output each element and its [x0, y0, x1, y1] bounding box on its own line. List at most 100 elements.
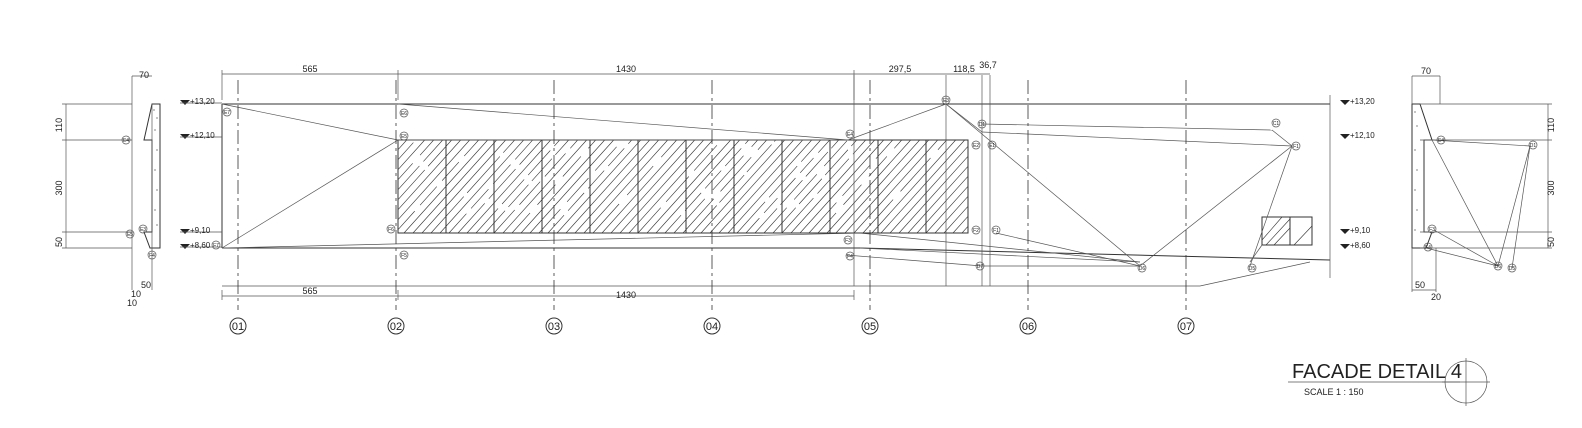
dim-top-36: 36,7	[979, 60, 997, 70]
grid-bubble-04: 04	[703, 317, 721, 335]
svg-text:E2: E2	[973, 143, 979, 149]
hatched-panel	[397, 139, 969, 234]
hatch-stroke	[430, 139, 515, 234]
hatch-stroke	[637, 139, 722, 234]
hatch-stroke	[853, 139, 938, 234]
hatch-stroke	[397, 139, 434, 180]
level-arrow-icon	[1340, 229, 1350, 234]
hatch-stroke	[727, 139, 812, 234]
level-left-860: +8,60	[190, 241, 211, 250]
node-c1: C1	[1271, 118, 1281, 128]
svg-text:F7: F7	[213, 243, 219, 249]
hatch-stroke	[574, 139, 659, 234]
svg-text:E3: E3	[140, 227, 146, 233]
ls-dim-50: 50	[54, 237, 64, 247]
left-section-detail: 110 300 50 70 50 10 10 E4 E3 E5 F4	[54, 70, 161, 308]
svg-text:E6: E6	[401, 111, 407, 117]
hatch-stroke	[763, 139, 848, 234]
grid-bubbles: 01 02 03 04 05 06 07	[229, 317, 1195, 335]
node-e3: E3	[941, 95, 951, 105]
svg-text:E4: E4	[1438, 138, 1444, 144]
hatch-stroke	[397, 139, 461, 210]
hatch-stroke	[538, 139, 623, 234]
grid-bubble-06: 06	[1019, 317, 1037, 335]
grid-label-07: 07	[1180, 321, 1192, 333]
rs-node-f4: F4	[1423, 242, 1433, 252]
title-block: FACADE DETAIL 4 SCALE 1 : 150	[1288, 358, 1490, 406]
hatch-stroke	[520, 139, 605, 234]
rs-dim-110: 110	[1546, 118, 1556, 132]
hatch-stroke	[466, 139, 551, 234]
rs-dim-50: 50	[1546, 237, 1556, 247]
level-arrow-icon	[1340, 134, 1350, 139]
left-section-concrete	[153, 109, 158, 226]
bottom-dimensions: 565 1430	[221, 286, 855, 300]
hatch-stroke	[583, 139, 668, 234]
ls-dim-10-b: 10	[127, 298, 137, 308]
hatch-stroke	[448, 139, 533, 234]
rs-node-d1: D1	[1528, 140, 1538, 150]
grid-bubble-01: 01	[229, 317, 247, 335]
node-d7: D7	[975, 261, 985, 271]
left-level-markers: +13,20 +12,10 +9,10 +8,60	[180, 97, 222, 250]
node-f1: F1	[1291, 141, 1301, 151]
hatch-stroke	[709, 139, 794, 234]
level-arrow-icon	[180, 229, 190, 234]
level-left-910: +9,10	[190, 226, 211, 235]
hatch-stroke	[745, 139, 830, 234]
node-d1: D1	[977, 119, 987, 129]
svg-text:F2: F2	[973, 228, 979, 234]
top-dimensions: 565 1430 297,5 118,5 36,7	[221, 60, 997, 100]
level-arrow-icon	[180, 134, 190, 139]
node-e2: E2	[971, 140, 981, 150]
hatch-stroke	[943, 206, 969, 234]
grid-label-01: 01	[232, 321, 244, 333]
level-arrow-icon	[180, 244, 190, 249]
hatch-stroke	[700, 139, 785, 234]
hatch-stroke	[475, 139, 560, 234]
structure-lines	[221, 103, 1293, 267]
hatch-stroke	[772, 139, 857, 234]
ls-node-e4: E4	[121, 135, 131, 145]
hatch-stroke	[457, 139, 542, 234]
ls-node-e5: E5	[125, 229, 135, 239]
right-section-concrete	[1414, 111, 1418, 231]
hatch-stroke	[781, 139, 866, 234]
hatch-stroke	[790, 139, 875, 234]
hatch-stroke	[691, 139, 776, 234]
svg-text:F4: F4	[149, 253, 155, 259]
hatch-stroke	[664, 139, 749, 234]
grid-lines	[237, 75, 1187, 310]
svg-text:F4: F4	[847, 254, 853, 260]
rs-node-d6: D6	[1493, 261, 1503, 271]
hatch-stroke	[916, 176, 969, 234]
right-section-detail: 110 300 50 70 50 20 E4 D1 F3 F4 D6 D5	[1411, 66, 1556, 302]
hatch-stroke	[844, 139, 929, 234]
rs-node-f3: F3	[1427, 224, 1437, 234]
rs-dim-20: 20	[1431, 292, 1441, 302]
hatch-stroke	[556, 139, 641, 234]
hatch-stroke	[754, 139, 839, 234]
hatch-stroke	[826, 139, 911, 234]
node-e7: E7	[222, 107, 232, 117]
rs-dim-50-bottom: 50	[1415, 280, 1425, 290]
hatch-stroke	[397, 139, 470, 220]
hatch-stroke	[646, 139, 731, 234]
svg-text:F1: F1	[993, 228, 999, 234]
hatch-stroke	[502, 139, 587, 234]
svg-text:D7: D7	[977, 264, 984, 270]
hatch-stroke	[397, 139, 443, 190]
grid-label-04: 04	[706, 321, 718, 333]
level-arrow-icon	[1340, 100, 1350, 105]
svg-text:E4: E4	[847, 132, 853, 138]
hatch-stroke	[529, 139, 614, 234]
grid-bubble-02: 02	[387, 317, 405, 335]
svg-text:E3: E3	[943, 98, 949, 104]
hatch-stroke	[655, 139, 740, 234]
svg-text:D5: D5	[1509, 266, 1516, 272]
ls-dim-70: 70	[139, 70, 149, 80]
hatch-stroke	[610, 139, 695, 234]
hatch-stroke	[565, 139, 650, 234]
ls-dim-50-bottom: 50	[141, 280, 151, 290]
